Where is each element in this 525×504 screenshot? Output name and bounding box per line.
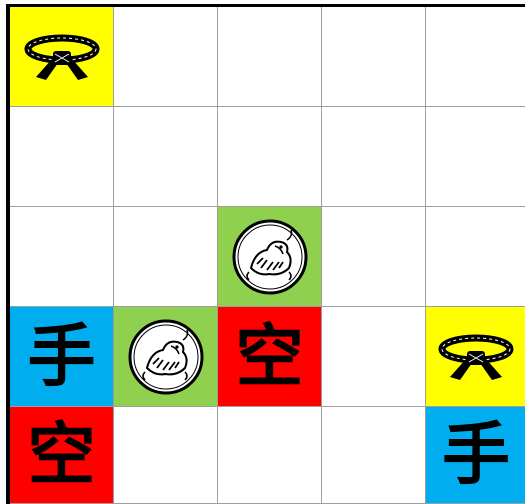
board-cell-r4-c2[interactable] (114, 307, 218, 407)
kanji-piece-label: 手 (442, 421, 510, 489)
kanji-piece-label: 空 (27, 421, 95, 489)
board-cell-r4-c5[interactable] (426, 307, 525, 407)
board-cell-r2-c1[interactable] (10, 107, 114, 207)
board-cell-r5-c1[interactable]: 空 (10, 407, 114, 504)
board-cell-r3-c4[interactable] (322, 207, 426, 307)
kanji-piece-label: 空 (235, 323, 303, 391)
tiger-emblem-icon (127, 318, 205, 396)
tiger-emblem-icon (231, 218, 309, 296)
board-cell-r2-c5[interactable] (426, 107, 525, 207)
board-cell-r5-c5[interactable]: 手 (426, 407, 525, 504)
board-cell-r3-c2[interactable] (114, 207, 218, 307)
board-cell-r3-c1[interactable] (10, 207, 114, 307)
board-cell-r4-c3[interactable]: 空 (218, 307, 322, 407)
board-cell-r1-c2[interactable] (114, 7, 218, 107)
board-cell-r5-c3[interactable] (218, 407, 322, 504)
board-cell-r5-c4[interactable] (322, 407, 426, 504)
board-cell-r1-c1[interactable] (10, 7, 114, 107)
board-cell-r1-c4[interactable] (322, 7, 426, 107)
belt-icon (22, 29, 102, 85)
board-cell-r1-c3[interactable] (218, 7, 322, 107)
board-cell-r2-c2[interactable] (114, 107, 218, 207)
board-cell-r4-c4[interactable] (322, 307, 426, 407)
board-cell-r5-c2[interactable] (114, 407, 218, 504)
kanji-piece-label: 手 (27, 323, 95, 391)
board-cell-r4-c1[interactable]: 手 (10, 307, 114, 407)
board-cell-r3-c5[interactable] (426, 207, 525, 307)
board-cell-r2-c4[interactable] (322, 107, 426, 207)
board-cell-r2-c3[interactable] (218, 107, 322, 207)
board-cell-r1-c5[interactable] (426, 7, 525, 107)
game-board: 手空空手 (6, 4, 525, 504)
belt-icon (436, 329, 516, 385)
board-cell-r3-c3[interactable] (218, 207, 322, 307)
